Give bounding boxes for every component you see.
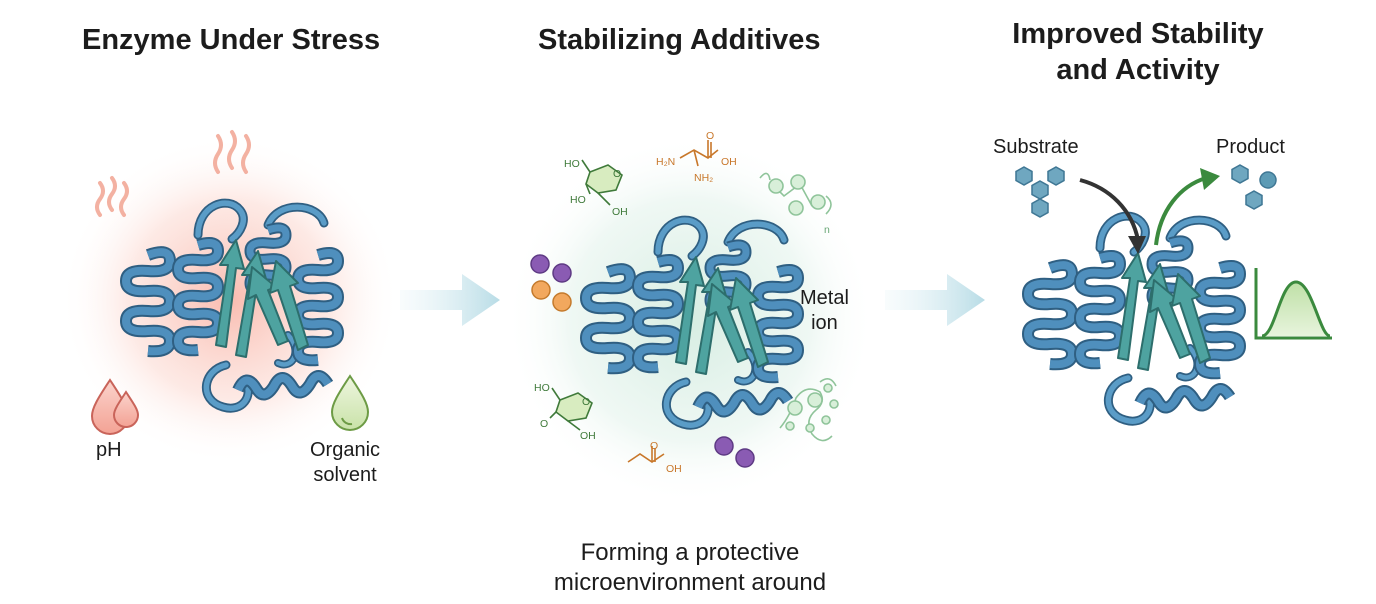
sugar-molecule-bottom [549,387,593,431]
polymer-molecule-bottom [779,378,839,442]
chem-amino-o: O [706,130,715,142]
ph-label: pH [96,439,122,461]
chem-amino-nh2: NH₂ [694,172,714,184]
panel-title-additives: Stabilizing Additives [538,24,821,56]
chem-sugar-top-oh: OH [612,206,628,218]
substrate-molecules [1015,166,1065,218]
acid-molecule [627,446,665,463]
amino-acid-molecule [679,140,719,167]
active-enzyme [1028,216,1240,421]
protective-caption-line2: microenvironment around [553,569,827,596]
metal-ion-label-line1: Metal [800,287,849,309]
metal-ion-label-line2: ion [811,312,838,334]
chem-sugar-bottom-o2: O [540,418,549,430]
solvent-label-line1: Organic [310,439,381,461]
activity-panel [1015,164,1332,421]
solvent-label: Organic solvent [310,438,380,488]
chem-acid-oh: OH [666,463,682,475]
metal-ions-group [530,254,755,468]
chem-sugar-bottom-ho: HO [534,382,550,394]
chem-sugar-top-o: O [613,168,622,180]
chem-sugar-top-ho1: HO [564,158,580,170]
chem-sugar-top-ho2: HO [570,194,586,206]
sugar-molecule-top [581,159,623,206]
stress-panel [60,130,400,465]
product-molecules [1231,164,1277,210]
activity-curve-icon [1254,268,1332,340]
panel-title-stress: Enzyme Under Stress [82,24,381,56]
protective-caption: Forming a protective microenvironment ar… [530,538,850,598]
substrate-entry-arrow [1079,178,1146,254]
solvent-drop-icon [330,374,370,431]
product-label: Product [1216,136,1285,158]
chem-sugar-bottom-o: O [582,396,591,408]
chem-amino-h2n: H₂N [656,156,676,168]
heat-waves-icon [95,130,251,217]
product-exit-arrow [1154,168,1220,246]
ph-drop-icon [90,378,140,435]
substrate-label: Substrate [993,136,1079,158]
additives-panel [505,135,875,505]
metal-ion-label: Metal ion [800,286,849,336]
chem-sugar-bottom-oh: OH [580,430,596,442]
panel-title-improved-line2: and Activity [1056,54,1220,86]
panel-title-improved: Improved Stability and Activity [1004,16,1272,88]
panel-title-improved-line1: Improved Stability [1012,18,1264,50]
chem-acid-o: O [650,440,659,452]
polymer-molecule-top [759,172,832,216]
chem-polymer-n: n [824,224,830,236]
chem-amino-oh: OH [721,156,737,168]
protective-caption-line1: Forming a protective [580,539,800,566]
process-arrow-icon [400,274,985,326]
solvent-label-line2: solvent [313,464,377,486]
